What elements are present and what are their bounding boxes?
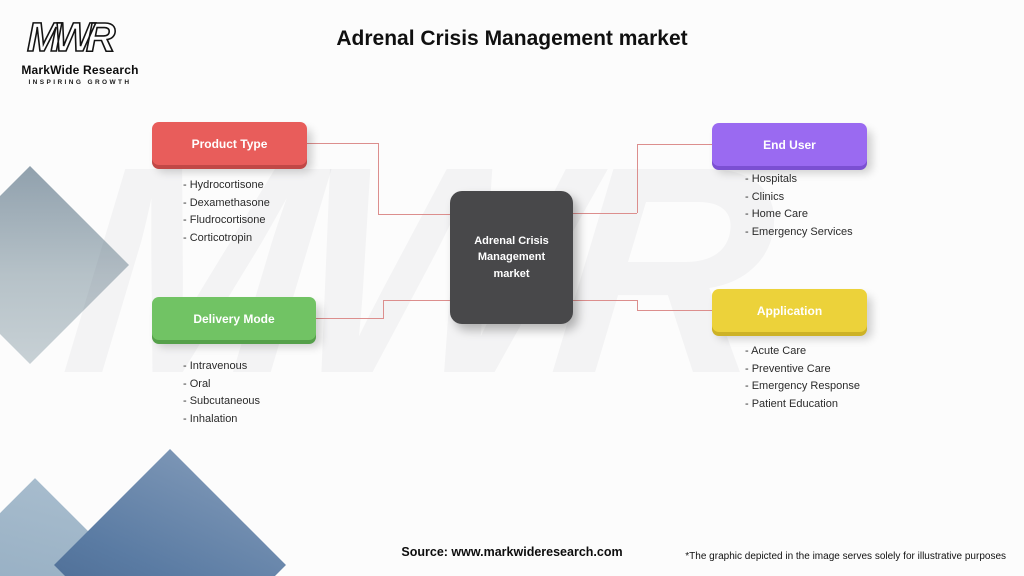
list-item: - Preventive Care [745, 362, 831, 375]
logo-monogram-icon: MWR [26, 13, 123, 61]
connector-line [637, 310, 712, 311]
connector-line [573, 213, 637, 214]
segment-label: Application [756, 303, 823, 318]
page-title: Adrenal Crisis Management market [336, 27, 688, 50]
segment-label: Delivery Mode [193, 311, 275, 326]
list-item: - Acute Care [745, 345, 807, 357]
list-item: - Home Care [745, 208, 808, 220]
connector-line [307, 143, 378, 144]
list-item: - Patient Education [745, 397, 838, 410]
logo-monogram-text: MWR [27, 14, 116, 60]
connector-line [378, 143, 379, 215]
segment-application: Application [712, 289, 867, 332]
list-item: - Hospitals [745, 173, 797, 185]
center-node: Adrenal Crisis Management market [450, 191, 573, 324]
segment-delivery-mode-list: - Intravenous - Oral - Subcutaneous - In… [183, 358, 260, 428]
list-item: - Emergency Response [745, 380, 860, 392]
list-item: - Inhalation [183, 412, 238, 425]
segment-label: Product Type [191, 136, 268, 151]
list-item: - Subcutaneous [183, 395, 261, 407]
logo-name: MarkWide Research [21, 63, 139, 77]
connector-line [637, 144, 638, 213]
center-node-label: Adrenal Crisis Management market [474, 234, 549, 280]
segment-product-type-list: - Hydrocortisone - Dexamethasone - Fludr… [183, 177, 270, 247]
connector-line [637, 300, 638, 311]
list-item: - Emergency Services [745, 225, 853, 238]
list-item: - Oral [183, 377, 211, 390]
connector-line [378, 214, 450, 215]
connector-line [316, 318, 383, 319]
connector-line [383, 300, 384, 319]
connector-line [383, 300, 450, 301]
source-text: Source: www.markwideresearch.com [401, 545, 623, 559]
list-item: - Hydrocortisone [183, 179, 264, 191]
segment-application-list: - Acute Care - Preventive Care - Emergen… [745, 343, 860, 413]
list-item: - Dexamethasone [183, 196, 270, 209]
list-item: - Clinics [745, 190, 785, 203]
list-item: - Corticotropin [183, 231, 253, 244]
segment-label: End User [763, 137, 816, 152]
connector-line [573, 300, 637, 301]
list-item: - Fludrocortisone [183, 214, 266, 226]
disclaimer-text: *The graphic depicted in the image serve… [685, 551, 1006, 562]
segment-delivery-mode: Delivery Mode [152, 297, 316, 340]
logo: MWR MarkWide Research INSPIRING GROWTH [20, 13, 140, 86]
segment-end-user: End User [712, 123, 867, 166]
list-item: - Intravenous [183, 360, 248, 372]
connector-line [637, 144, 712, 145]
segment-end-user-list: - Hospitals - Clinics - Home Care - Emer… [745, 171, 853, 241]
segment-product-type: Product Type [152, 122, 307, 165]
logo-tagline: INSPIRING GROWTH [28, 79, 132, 86]
